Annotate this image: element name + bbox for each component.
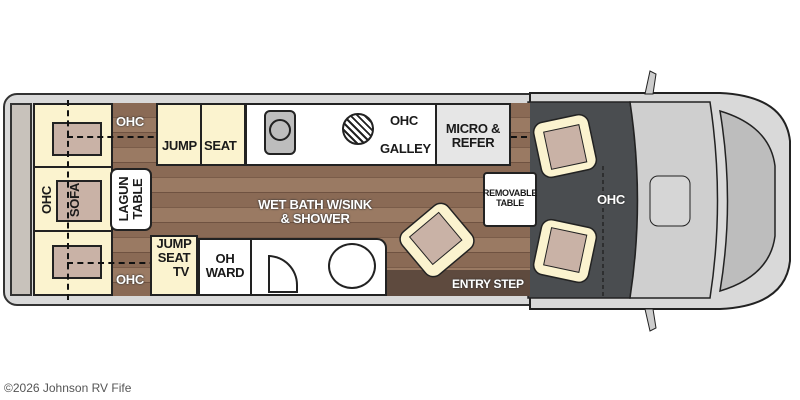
label-ohc-sofa: OHC [39, 186, 54, 214]
ohc-dashed-line [67, 262, 197, 264]
toilet-icon [328, 243, 376, 289]
label-galley: GALLEY [380, 141, 431, 156]
label-jump: JUMP [162, 138, 197, 153]
mirror-top-icon [644, 70, 657, 95]
micro-refer [435, 103, 511, 166]
label-entry-step: ENTRY STEP [452, 277, 524, 291]
cab-seat-top-icon [532, 113, 598, 179]
mirror-bottom-icon [644, 308, 657, 332]
label-jump-2: JUMP [156, 236, 192, 251]
label-table-2: TABLE [496, 198, 524, 208]
seatbelt-top-icon [52, 122, 102, 156]
label-oh-ward: OH WARD [200, 252, 250, 280]
label-sofa: SOFA [67, 182, 83, 218]
label-seat: SEAT [204, 138, 237, 153]
entry-step [387, 270, 530, 296]
steering-wheel [649, 175, 691, 227]
label-wet-bath-line1: WET BATH W/SINK [258, 197, 372, 212]
label-removable-table: REMOVABLE TABLE [476, 188, 544, 208]
label-ohc-rear-bottom: OHC [116, 272, 144, 287]
label-ward: WARD [205, 265, 245, 280]
jump-seat-divider [200, 103, 202, 166]
label-jump-seat-tv: JUMP SEAT TV [150, 237, 198, 279]
jump-seat-tv [150, 235, 198, 296]
removable-table [483, 172, 537, 227]
cab-drawing [527, 70, 791, 332]
label-micro-refer: MICRO & REFER [438, 122, 508, 150]
label-wet-bath-line2: & SHOWER [280, 211, 350, 226]
label-tv: TV [172, 264, 189, 279]
label-lagun: LAGUN [116, 176, 131, 222]
cooktop-burner-icon [342, 113, 374, 145]
label-ohc-galley: OHC [390, 113, 418, 128]
label-ohc-rear-top: OHC [116, 114, 144, 129]
seatbelt-middle-icon [56, 180, 102, 222]
swivel-chair-icon [399, 202, 475, 278]
sink-drain-icon [269, 119, 291, 141]
label-wet-bath: WET BATH W/SINK & SHOWER [250, 198, 380, 226]
label-refer: REFER [451, 135, 495, 150]
label-oh: OH [215, 251, 235, 266]
windshield [719, 109, 776, 293]
label-lagun-table: LAGUN TABLE [116, 172, 145, 226]
label-seat-2: SEAT [157, 250, 191, 265]
cab-seat-bottom-icon [532, 218, 598, 284]
label-table: TABLE [130, 178, 145, 220]
rear-bumper [10, 103, 32, 296]
ohc-dashed-line [67, 100, 69, 300]
copyright-credit: ©2026 Johnson RV Fife [4, 381, 132, 395]
label-micro: MICRO & [445, 121, 501, 136]
lagun-table [110, 168, 152, 231]
label-removable: REMOVABLE [482, 188, 538, 198]
label-ohc-cab: OHC [597, 192, 625, 207]
